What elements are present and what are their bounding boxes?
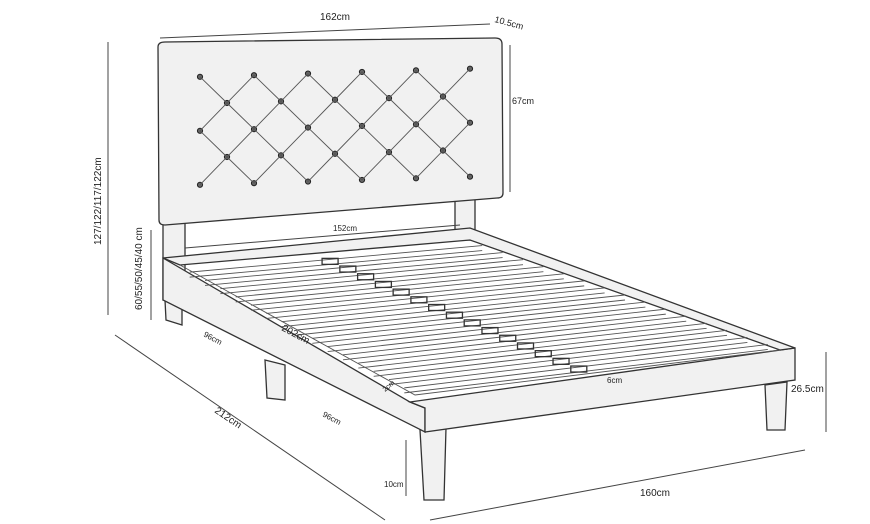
tuft-seam — [307, 73, 336, 101]
slat-bracket — [410, 296, 428, 304]
tuft-seam — [280, 155, 309, 182]
tuft-seam — [199, 76, 228, 104]
slat-bracket — [481, 326, 499, 335]
tuft-seam — [442, 122, 471, 151]
tuft-seam — [415, 123, 444, 151]
slat-bracket — [339, 265, 357, 273]
tuft-seam — [253, 128, 282, 156]
tuft-seam — [226, 156, 255, 184]
slat — [312, 306, 646, 344]
tuft-seam — [361, 125, 390, 153]
tuft-seam — [199, 130, 228, 158]
slat-bracket — [392, 288, 410, 296]
tuft-seam — [199, 156, 228, 186]
inner-rail — [179, 264, 781, 396]
tuft-seam — [253, 155, 282, 184]
label-headboard-height: 67cm — [512, 96, 534, 106]
tuft-seam — [415, 69, 444, 97]
label-post-height: 60/55/50/45/40 cm — [134, 227, 145, 310]
label-span-front: 96cm — [321, 410, 343, 427]
tuft-seam — [280, 101, 309, 128]
label-leg-height: 10cm — [384, 480, 404, 489]
tuft-seam — [361, 97, 390, 127]
slat-bracket — [374, 280, 393, 289]
slat — [281, 292, 605, 328]
label-frame-height: 26.5cm — [791, 384, 824, 395]
tuft-seam — [307, 99, 336, 128]
label-headboard-depth: 10.5cm — [493, 14, 524, 31]
slat — [296, 299, 626, 336]
slat-bracket — [552, 357, 570, 365]
tuft-seam — [226, 128, 255, 158]
tuft-seam — [361, 151, 390, 181]
tuft-seam — [442, 96, 471, 124]
slat — [327, 313, 666, 352]
slat — [388, 341, 748, 386]
slat — [342, 320, 687, 361]
tuft-seam — [388, 97, 417, 125]
tuft-seam — [280, 127, 309, 156]
dim-line-152 — [184, 224, 461, 249]
slat-bracket — [321, 257, 339, 266]
slat-bracket — [428, 303, 446, 312]
slat — [404, 349, 768, 394]
tuft-seam — [388, 124, 417, 153]
slat — [266, 285, 585, 319]
dim-line-160 — [429, 449, 806, 521]
tuft-seam — [226, 102, 255, 130]
label-slat-gap: 6cm — [607, 376, 622, 385]
slat-bracket — [570, 365, 588, 373]
slat-bracket — [516, 342, 535, 350]
tuft-seam — [334, 71, 363, 101]
slat — [373, 334, 728, 377]
tuft-seam — [334, 153, 363, 181]
label-headboard-width: 162cm — [320, 12, 350, 23]
tuft-seam — [307, 153, 336, 182]
dim-line-162 — [159, 23, 491, 39]
tuft-seam — [280, 73, 309, 102]
tuft-seam — [361, 71, 390, 99]
label-inner-width: 152cm — [333, 224, 357, 233]
tuft-seam — [226, 74, 255, 104]
label-total-width: 160cm — [640, 488, 670, 499]
label-total-length: 212cm — [212, 405, 243, 431]
tuft-seam — [388, 151, 417, 179]
slat-bracket — [463, 319, 481, 327]
slat-bracket — [534, 350, 552, 358]
tuft-seam — [442, 68, 471, 97]
tuft-seam — [307, 127, 336, 155]
tuft-seam — [253, 101, 282, 130]
leg-middle-left — [264, 359, 286, 401]
leg-front-right — [764, 381, 788, 431]
tuft-seam — [334, 99, 363, 127]
headboard — [157, 37, 504, 226]
leg-front-left — [419, 427, 447, 501]
label-span-back: 96cm — [202, 330, 224, 347]
dim-line-212 — [114, 334, 386, 521]
slat-bracket — [445, 311, 464, 319]
slat-bracket — [356, 273, 375, 281]
tuft-seam — [415, 150, 444, 179]
slats — [189, 245, 768, 394]
tuft-seam — [253, 74, 282, 102]
headboard-tufting — [196, 65, 474, 188]
tuft-seam — [199, 102, 228, 132]
tuft-seam — [334, 125, 363, 155]
label-total-height: 127/122/117/122cm — [93, 157, 104, 245]
slat — [358, 327, 707, 369]
tuft-seam — [415, 96, 444, 125]
slat-bracket — [499, 334, 517, 342]
tuft-seam — [442, 150, 471, 178]
tuft-seam — [388, 70, 417, 99]
front-rail — [407, 347, 796, 433]
